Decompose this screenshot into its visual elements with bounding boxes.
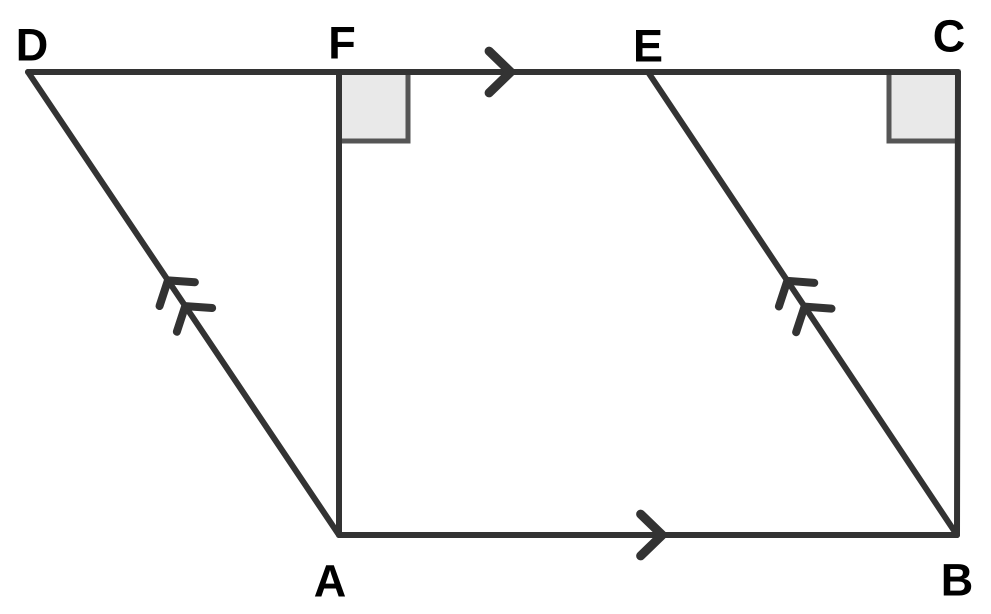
vertex-label-f: F (328, 17, 356, 69)
parallel-double-arrow-EB-1 (774, 276, 819, 311)
vertex-label-a: A (313, 555, 347, 607)
vertex-label-b: B (940, 554, 974, 606)
vertex-label-d: D (15, 19, 49, 71)
right-angle-mark-C (886, 69, 961, 144)
parallel-double-arrow-DA-1 (155, 276, 199, 311)
parallel-double-arrow-DA-2 (172, 302, 217, 336)
segment-CB (954, 69, 961, 538)
parallel-double-arrow-EB-2 (792, 302, 836, 337)
vertex-label-c: C (932, 10, 966, 62)
parallel-arrow-DC (484, 46, 516, 98)
parallel-arrow-AB (636, 509, 667, 561)
right-angle-mark-F (336, 69, 411, 144)
vertex-label-e: E (632, 20, 664, 72)
